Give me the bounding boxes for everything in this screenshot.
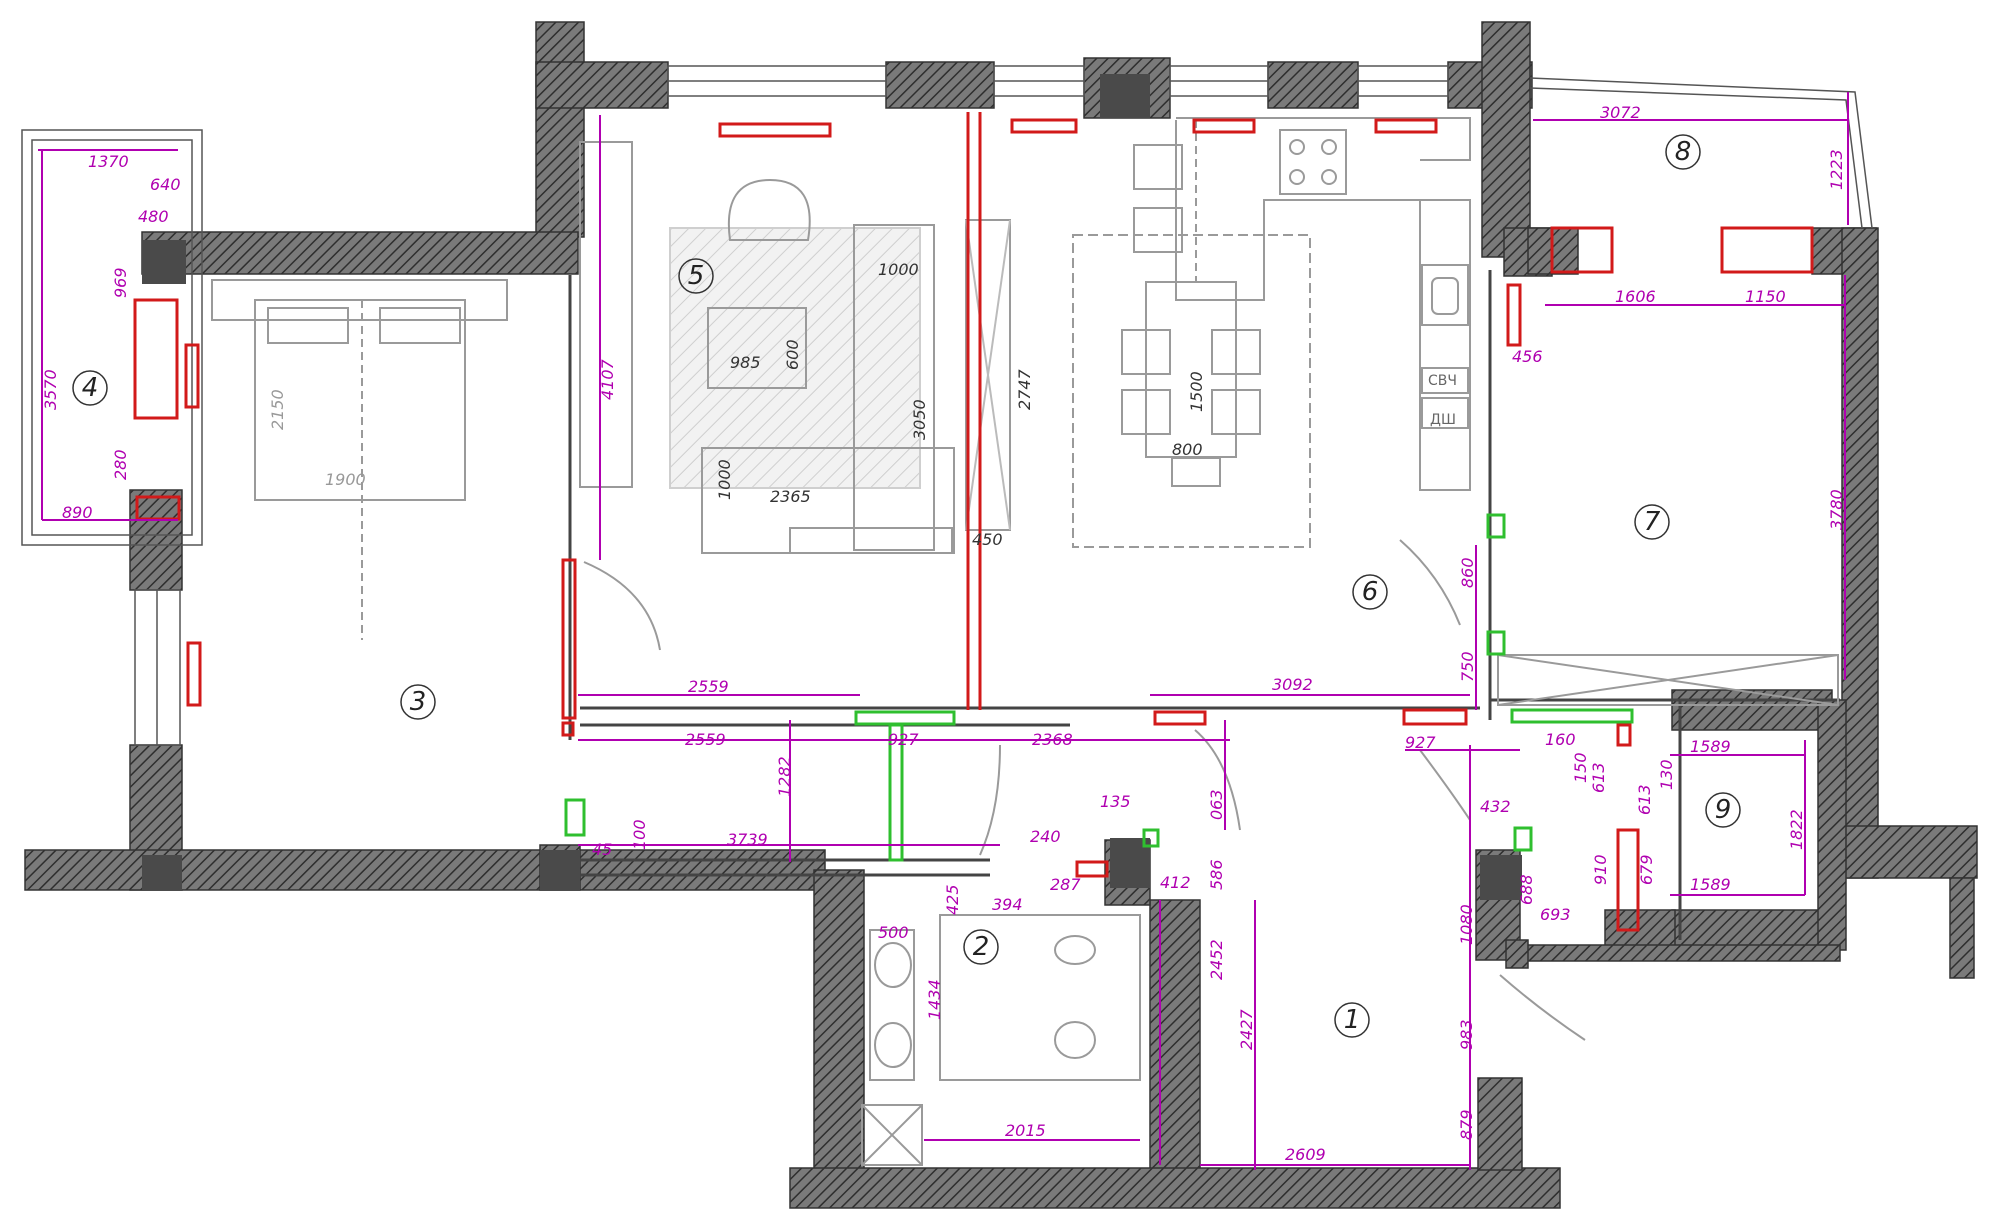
dim-2015: 2015 [1005, 1121, 1046, 1140]
dim-2452: 2452 [1207, 939, 1226, 980]
dim-1223: 1223 [1827, 149, 1846, 190]
dim-100: 100 [630, 819, 649, 850]
dimension-labels: 1370 480 640 890 3072 1606 1150 456 2559… [62, 103, 1786, 1164]
columns [142, 74, 1522, 900]
room-6-number: 6 [1362, 577, 1379, 607]
dim-1589a: 1589 [1690, 737, 1731, 756]
dim-910: 910 [1591, 854, 1610, 885]
dim-1080: 1080 [1457, 904, 1476, 945]
room-9-number: 9 [1715, 795, 1732, 825]
dim-3050: 3050 [910, 399, 929, 440]
dim-2747: 2747 [1015, 368, 1034, 410]
dim-1900: 1900 [325, 470, 366, 489]
dim-1150: 1150 [1745, 287, 1786, 306]
dim-3092: 3092 [1272, 675, 1313, 694]
dim-586: 586 [1207, 859, 1226, 890]
dim-1434: 1434 [925, 979, 944, 1020]
dim-2150: 2150 [268, 389, 287, 430]
dim-135: 135 [1100, 792, 1131, 811]
room-4-number: 4 [82, 373, 99, 403]
dim-1589b: 1589 [1690, 875, 1731, 894]
dim-890: 890 [62, 503, 93, 522]
dim-1282: 1282 [775, 756, 794, 797]
dim-1606: 1606 [1615, 287, 1656, 306]
dim-1500: 1500 [1187, 371, 1206, 412]
dishwasher-label: ДШ [1430, 412, 1456, 428]
dim-130: 130 [1657, 759, 1676, 790]
dim-613a: 613 [1589, 762, 1608, 793]
dim-425: 425 [943, 884, 962, 915]
dim-693: 693 [1540, 905, 1571, 924]
dim-750: 750 [1458, 651, 1477, 682]
room-2-number: 2 [973, 932, 990, 962]
dim-985: 985 [730, 353, 761, 372]
dim-2559b: 2559 [685, 730, 726, 749]
dim-860: 860 [1458, 557, 1477, 588]
room-1-number: 1 [1344, 1005, 1361, 1035]
dim-679: 679 [1637, 854, 1656, 885]
dim-456: 456 [1512, 347, 1543, 366]
furniture [211, 117, 1839, 1166]
dim-2427: 2427 [1237, 1008, 1256, 1050]
dim-150: 150 [1571, 752, 1590, 783]
dim-969: 969 [111, 267, 130, 298]
dim-1370: 1370 [88, 152, 129, 171]
dim-160: 160 [1545, 730, 1576, 749]
dim-412: 412 [1160, 873, 1191, 892]
green-markers [564, 513, 1634, 862]
dim-2365: 2365 [770, 487, 811, 506]
room-8-number: 8 [1675, 137, 1692, 167]
dim-2559a: 2559 [688, 677, 729, 696]
interior-walls [568, 270, 1840, 940]
dim-688: 688 [1517, 874, 1536, 905]
microwave-label: СВЧ [1428, 373, 1457, 389]
dim-640: 640 [150, 175, 181, 194]
dim-063: 063 [1207, 789, 1226, 820]
dim-1000a: 1000 [878, 260, 919, 279]
dim-983: 983 [1457, 1019, 1476, 1050]
windows [21, 65, 1873, 746]
dim-3072: 3072 [1600, 103, 1641, 122]
dim-3739: 3739 [727, 830, 768, 849]
walls [24, 21, 1978, 1209]
vertical-dimension-labels: 969 3570 280 4107 1223 3780 860 750 1282… [41, 149, 1846, 1140]
dim-879: 879 [1457, 1109, 1476, 1140]
dim-4107: 4107 [598, 358, 617, 400]
dim-432: 432 [1480, 797, 1511, 816]
room-labels [72, 134, 1741, 1038]
dim-45: 45 [592, 840, 612, 859]
dim-800: 800 [1172, 440, 1203, 459]
dim-927a: 927 [888, 730, 919, 749]
dim-394: 394 [992, 895, 1023, 914]
furniture-dimension-labels: 2150 1900 1000 985 600 3050 2747 1000 23… [268, 260, 1206, 549]
dim-1000b: 1000 [715, 459, 734, 500]
dimension-lines [38, 92, 1849, 1170]
dim-287: 287 [1050, 875, 1081, 894]
red-markers [133, 112, 1814, 932]
dim-3780: 3780 [1827, 489, 1846, 530]
room-3-number: 3 [410, 687, 427, 717]
dim-927b: 927 [1405, 733, 1436, 752]
room-7-number: 7 [1644, 507, 1661, 537]
dim-3570: 3570 [41, 369, 60, 410]
dim-613b: 613 [1635, 784, 1654, 815]
dim-600: 600 [783, 339, 802, 370]
dim-450: 450 [972, 530, 1003, 549]
dim-1822: 1822 [1787, 809, 1806, 850]
room-5-number: 5 [688, 261, 705, 291]
dim-500: 500 [878, 923, 909, 942]
dim-240: 240 [1030, 827, 1061, 846]
dim-280: 280 [111, 449, 130, 480]
dim-2368: 2368 [1032, 730, 1073, 749]
dim-480: 480 [138, 207, 169, 226]
dim-2609: 2609 [1285, 1145, 1326, 1164]
